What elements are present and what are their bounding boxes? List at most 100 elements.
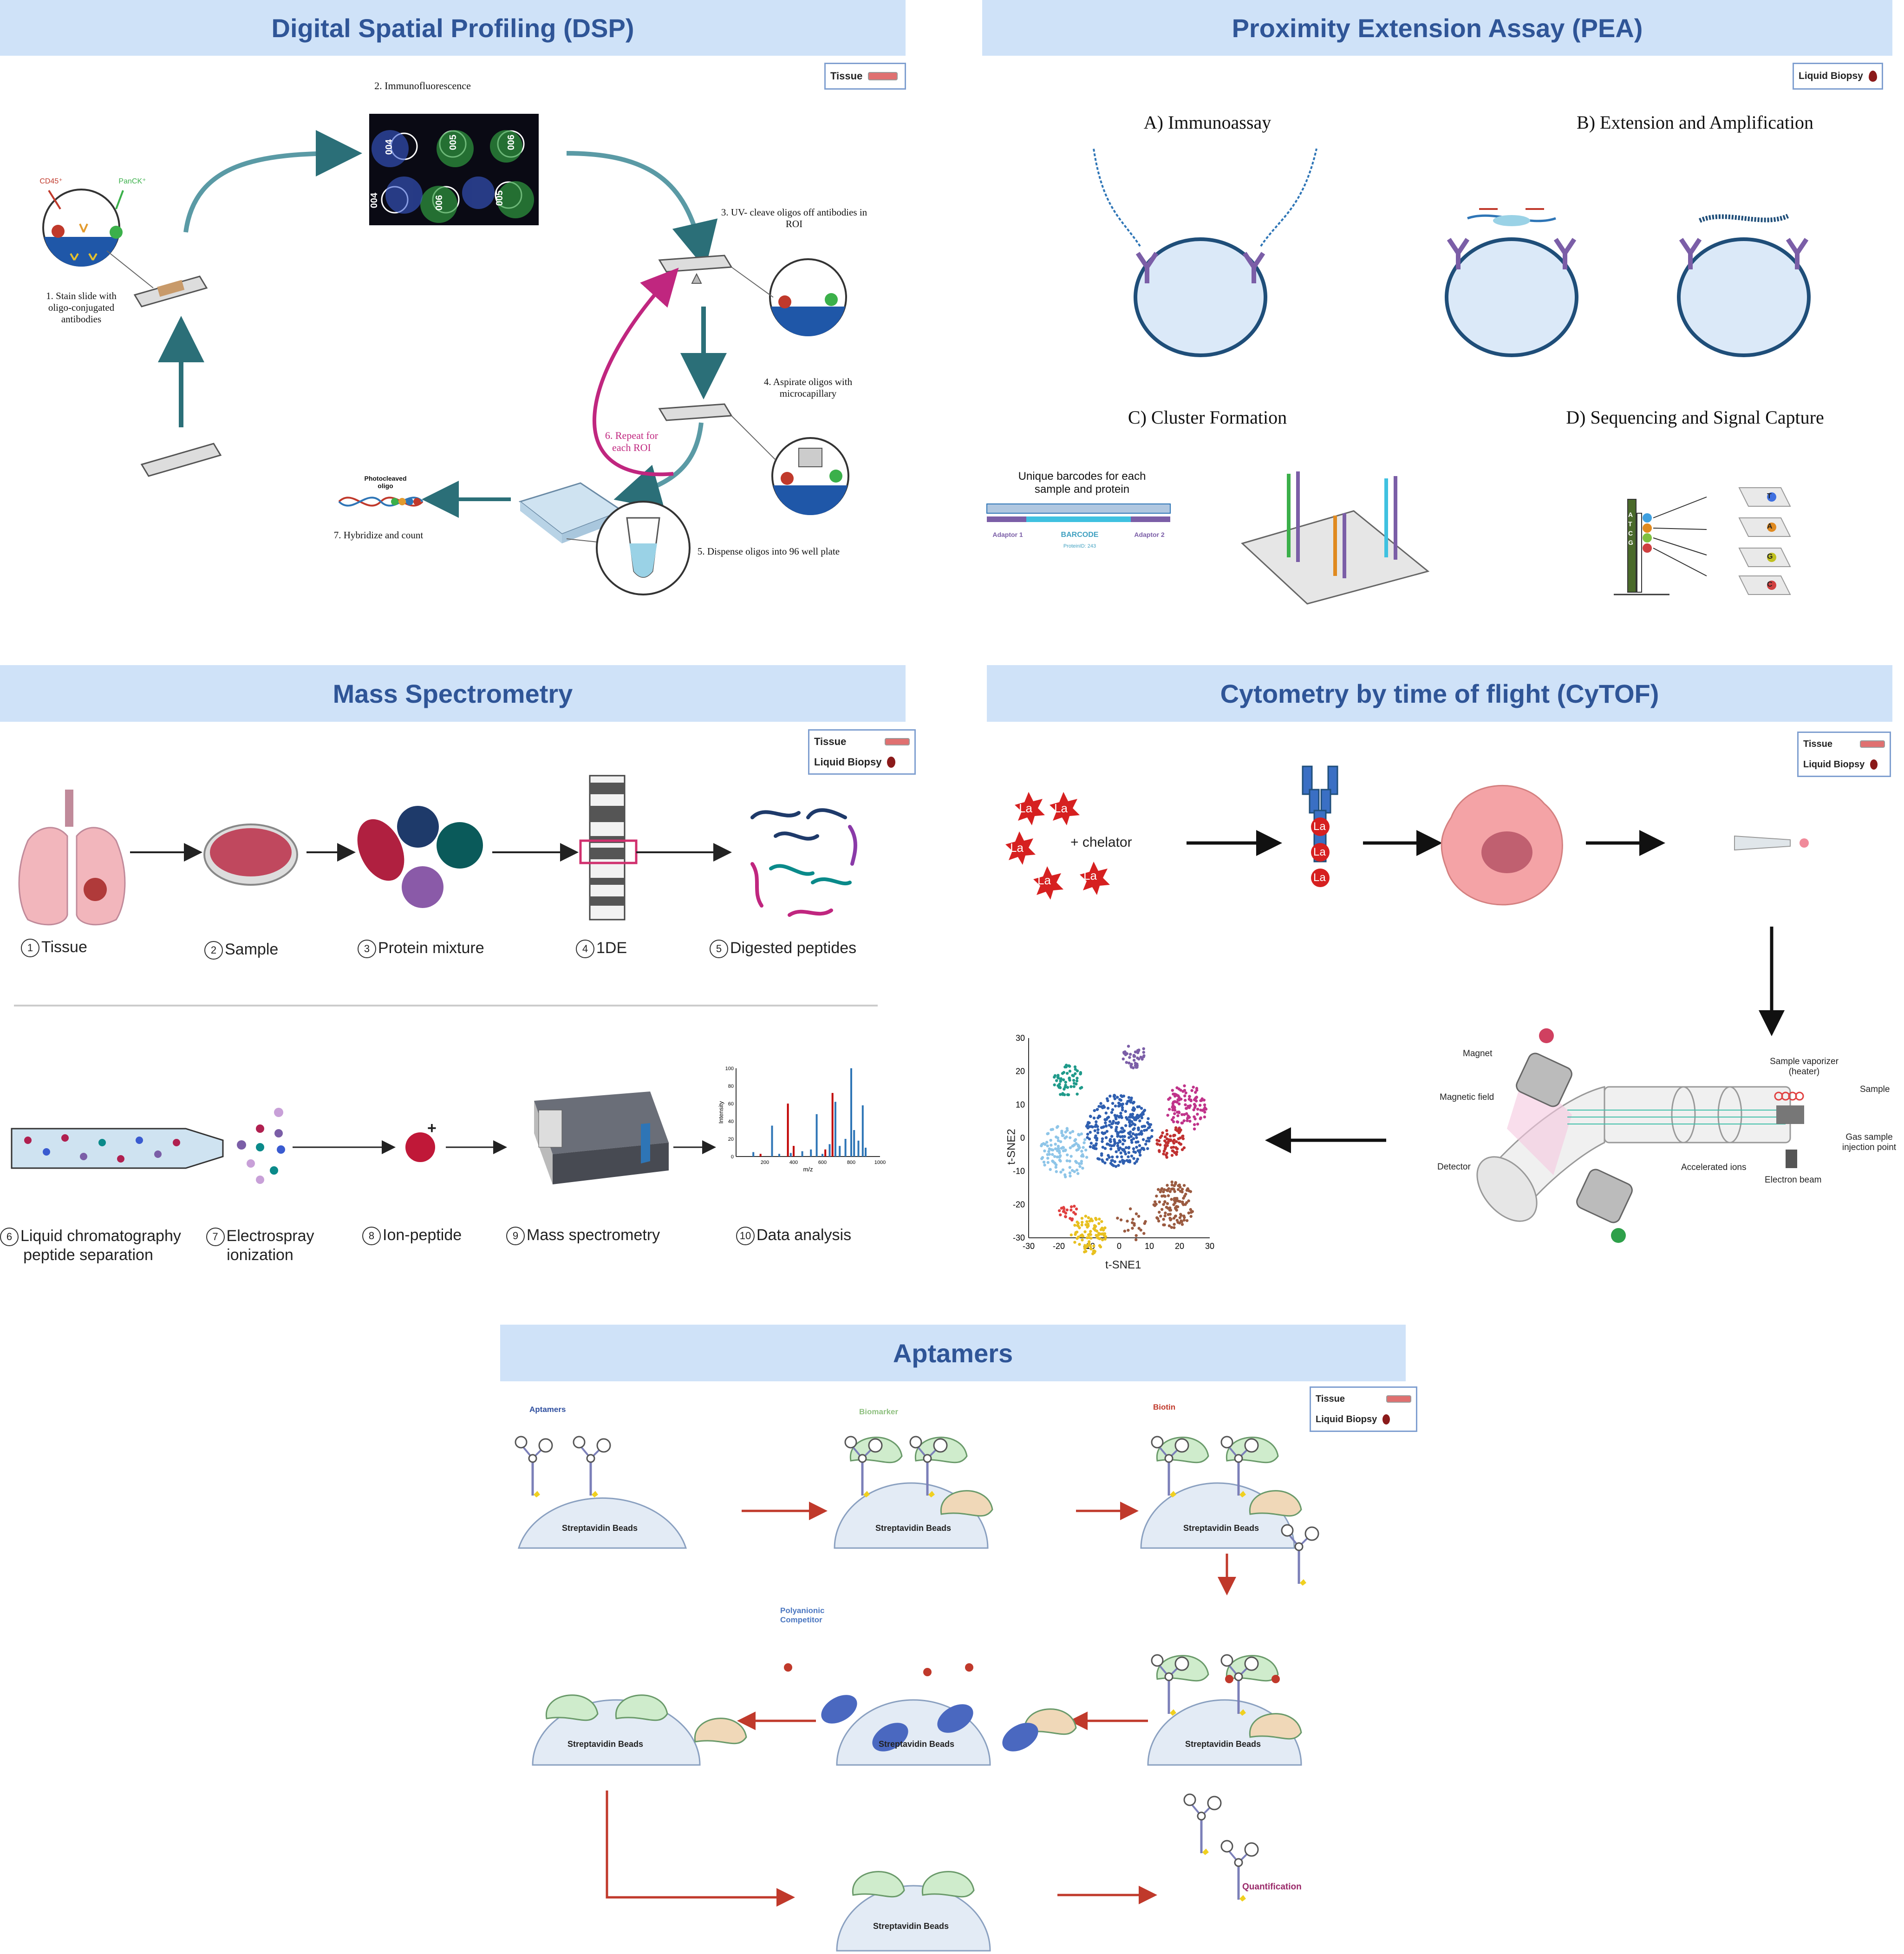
tsne-point <box>1125 1102 1128 1105</box>
tsne-point <box>1111 1108 1115 1111</box>
tsne-point <box>1177 1102 1181 1105</box>
tsne-point <box>1180 1188 1184 1191</box>
tsne-point <box>1172 1134 1175 1137</box>
tsne-point <box>1083 1244 1087 1247</box>
pea-diagram <box>986 148 1811 605</box>
tsne-point <box>1132 1055 1135 1058</box>
tsne-point <box>1042 1160 1046 1164</box>
tsne-point <box>1113 1138 1116 1141</box>
dsp-step3: 3. UV- cleave oligos off antibodies in R… <box>721 207 867 229</box>
tsne-point <box>1122 1130 1125 1133</box>
tsne-point <box>1189 1190 1193 1193</box>
tsne-point <box>1111 1122 1115 1125</box>
tsne-point <box>1089 1230 1092 1233</box>
aptamers-label: Aptamers <box>529 1405 566 1414</box>
tsne-point <box>1184 1192 1187 1196</box>
beads-label: Streptavidin Beads <box>567 1739 644 1749</box>
tsne-point <box>1204 1107 1208 1111</box>
tsne-point <box>1059 1154 1062 1157</box>
strand-c: C <box>1628 529 1633 537</box>
pea-a: A) Immunoassay <box>1143 112 1272 133</box>
tsne-point <box>1084 1215 1088 1218</box>
roi-label: 006 <box>434 195 445 211</box>
tsne-point <box>1132 1059 1136 1062</box>
tsne-point <box>1157 1219 1161 1223</box>
tsne-point <box>1156 1188 1160 1191</box>
tsne-point <box>1059 1140 1063 1144</box>
pea-barcodes-note: Unique barcodes for each sample and prot… <box>1018 470 1146 496</box>
tsne-point <box>1203 1103 1206 1107</box>
tsne-point <box>1185 1219 1189 1222</box>
tsne-point <box>1122 1138 1125 1142</box>
tsne-point <box>1086 1236 1089 1240</box>
tsne-point <box>1106 1106 1110 1110</box>
tsne-point <box>1119 1151 1122 1155</box>
la-label: La <box>1083 869 1097 882</box>
x-tick-label: 200 <box>761 1160 769 1165</box>
tsne-point <box>1158 1200 1161 1204</box>
tsne-point <box>1174 1199 1178 1203</box>
tsne-point <box>1079 1234 1082 1237</box>
tsne-point <box>1104 1121 1107 1124</box>
tsne-point <box>1051 1153 1054 1156</box>
aptamer-icon <box>844 1436 883 1497</box>
tsne-point <box>1083 1247 1087 1250</box>
tsne-point <box>1118 1140 1122 1144</box>
tsne-point <box>1138 1144 1141 1147</box>
tsne-point <box>1170 1118 1174 1121</box>
tsne-point <box>1104 1136 1108 1139</box>
tsne-point <box>1101 1145 1105 1149</box>
tsne-point <box>1082 1155 1085 1158</box>
tsne-point <box>1103 1226 1107 1229</box>
tsne-point <box>1183 1098 1187 1102</box>
tsne-point <box>1132 1106 1135 1110</box>
tsne-point <box>1165 1137 1169 1141</box>
tsne-point <box>1069 1085 1073 1088</box>
tsne-point <box>1060 1130 1063 1133</box>
tsne-point <box>1108 1144 1112 1147</box>
tsne-point <box>1178 1200 1182 1203</box>
tsne-point <box>1183 1084 1186 1087</box>
tsne-point <box>1166 1132 1169 1136</box>
tsne-point <box>1181 1134 1185 1138</box>
tsne-point <box>1125 1116 1128 1119</box>
tsne-point <box>1175 1147 1179 1150</box>
tsne-point <box>1070 1169 1074 1172</box>
tsne-point <box>1173 1190 1176 1193</box>
tsne-point <box>1075 1142 1078 1145</box>
tsne-point <box>1170 1183 1174 1187</box>
tsne-point <box>1174 1181 1177 1184</box>
y-axis-label: Intensity <box>717 1101 724 1124</box>
tsne-point <box>1134 1133 1137 1137</box>
tsne-point <box>1135 1064 1139 1067</box>
tsne-point <box>1128 1116 1131 1119</box>
tsne-point <box>1167 1213 1170 1216</box>
biomarker-icon <box>615 1694 668 1721</box>
tsne-point <box>1109 1162 1113 1165</box>
spectrum-peak <box>850 1068 852 1157</box>
tsne-point <box>1071 1144 1074 1148</box>
tsne-point <box>1133 1127 1136 1130</box>
tsne-point <box>1173 1138 1176 1142</box>
tsne-point <box>1126 1219 1129 1223</box>
tsne-point <box>1170 1226 1173 1229</box>
tsne-point <box>1168 1190 1172 1193</box>
tsne-point <box>1089 1131 1092 1134</box>
tsne-point <box>1182 1113 1186 1116</box>
tsne-point <box>1089 1145 1092 1149</box>
biomarker-icon <box>1249 1713 1302 1740</box>
biomarker-label: Biomarker <box>859 1407 899 1416</box>
biomarker-icon <box>694 1718 747 1745</box>
detector-label: Detector <box>1437 1162 1471 1172</box>
tsne-point <box>1116 1142 1120 1145</box>
tsne-point <box>1127 1096 1131 1099</box>
tsne-point <box>1166 1113 1169 1117</box>
tsne-point <box>1169 1209 1173 1212</box>
tsne-point <box>1176 1094 1180 1098</box>
dsp-step4: 4. Aspirate oligos with microcapillary <box>763 376 853 399</box>
beads-label: Streptavidin Beads <box>879 1739 955 1749</box>
tsne-point <box>1056 1144 1060 1148</box>
tsne-point <box>1185 1112 1188 1115</box>
tsne-point <box>1181 1202 1184 1205</box>
